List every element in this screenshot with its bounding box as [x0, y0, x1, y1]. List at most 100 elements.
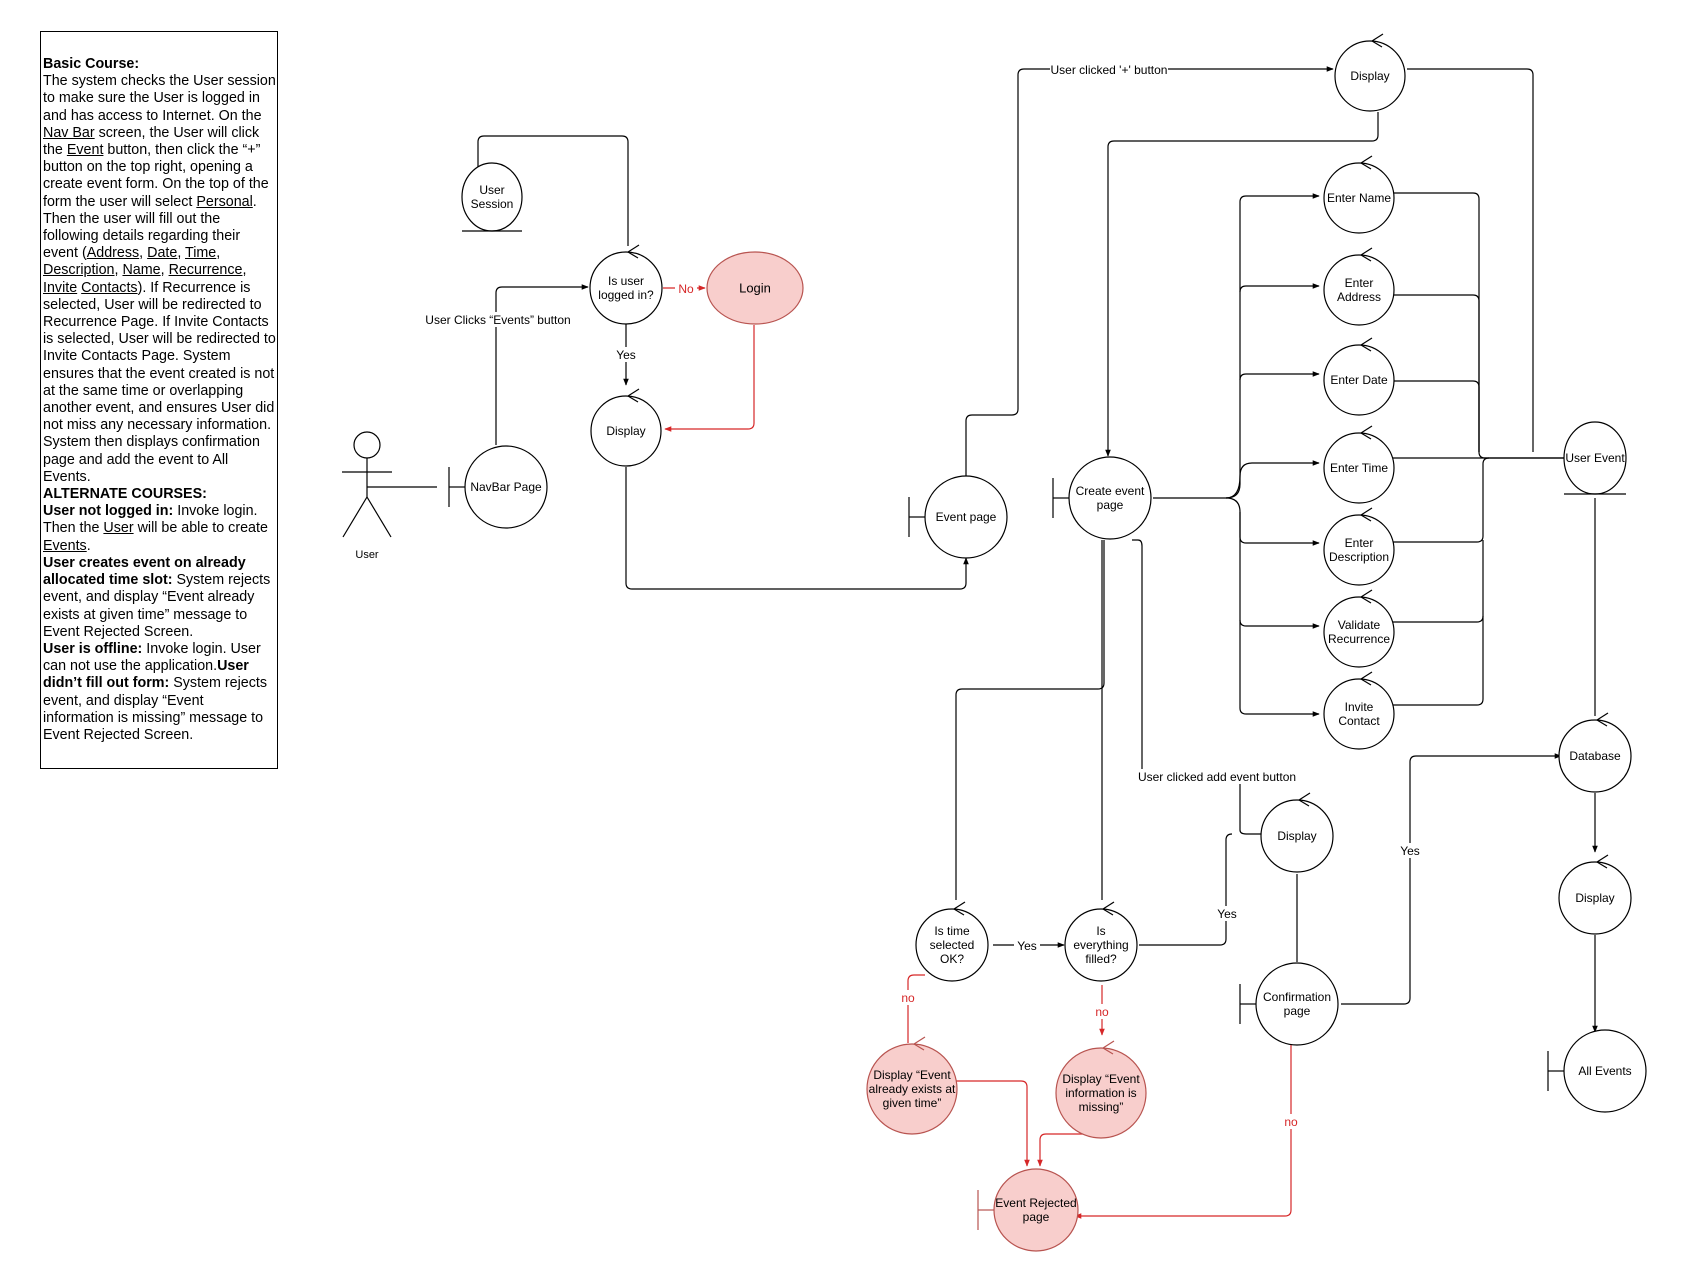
- node-label: Display: [1350, 69, 1389, 83]
- node-enter-date[interactable]: Enter Date: [1323, 337, 1395, 416]
- node-user-event[interactable]: User Event: [1563, 421, 1627, 495]
- note-run: .: [86, 537, 91, 554]
- basic-course-paragraph: Basic Course:The system checks the User …: [43, 56, 277, 486]
- node-label: Enter Time: [1330, 461, 1388, 475]
- edge-session-to-login-check: [477, 135, 629, 246]
- node-label: Event page: [936, 510, 997, 524]
- note-run: Address: [86, 245, 140, 262]
- node-all-events[interactable]: All Events: [1547, 1029, 1647, 1113]
- label-no-confirm: no: [1284, 1115, 1298, 1129]
- label-add-event-button: User clicked add event button: [1138, 770, 1296, 784]
- note-run: User: [103, 520, 134, 537]
- edge-bus-to-validate-recurrence: [1239, 512, 1320, 629]
- note-run: User not logged in:: [43, 503, 174, 520]
- note-run: ,: [139, 245, 148, 262]
- basic-course-heading: Basic Course:: [43, 56, 140, 72]
- label-no-time: no: [901, 991, 915, 1005]
- node-label: Display: [606, 424, 645, 438]
- note-run: Nav Bar: [43, 124, 95, 141]
- label-yes-confirm: Yes: [1400, 844, 1420, 858]
- node-label: User: [355, 549, 379, 561]
- node-display1[interactable]: Display: [590, 388, 662, 467]
- node-label: Login: [739, 281, 771, 296]
- note-run: Invoke login. User can not use the appli…: [43, 640, 261, 675]
- edge-enter-address-to-user-event: [1393, 294, 1480, 452]
- note-run: Recurrence: [168, 262, 243, 279]
- note-run: System rejects event, and display “Event…: [43, 572, 271, 640]
- node-display-top[interactable]: Display: [1334, 33, 1406, 112]
- note-run: will be able to create: [133, 520, 268, 537]
- note-run: Date: [147, 245, 178, 262]
- edge-validate-recurrence-to-user-event: [1393, 540, 1484, 623]
- edge-create-event-to-time-check: [955, 540, 1105, 900]
- note-run: ,: [160, 262, 169, 279]
- alternate-course-item: User creates event on already allocated …: [43, 555, 270, 640]
- node-enter-name[interactable]: Enter Name: [1323, 155, 1395, 234]
- edge-display-top-to-user-event: [1407, 68, 1534, 452]
- note-run: Time: [185, 245, 217, 262]
- node-enter-time[interactable]: Enter Time: [1323, 425, 1395, 504]
- edge-event-page-to-display-top: [965, 66, 1334, 476]
- node-login[interactable]: Login: [706, 251, 804, 325]
- node-display-add[interactable]: Display: [1260, 792, 1334, 873]
- note-run: Contacts: [81, 279, 138, 296]
- node-display-db[interactable]: Display: [1558, 854, 1632, 935]
- edge-time-no: [907, 974, 925, 1043]
- note-run: Description: [43, 262, 115, 279]
- note-run: ,: [114, 262, 123, 279]
- note-run: ,: [242, 262, 247, 279]
- course-description-note: Basic Course:The system checks the User …: [40, 31, 278, 769]
- label-yes-filled: Yes: [1217, 907, 1237, 921]
- note-run: button, then click the “+” button on the…: [43, 142, 269, 210]
- alternate-course-item: User is offline: Invoke login. User can …: [43, 641, 267, 743]
- node-label: Database: [1569, 749, 1621, 763]
- note-run: Event: [66, 142, 104, 159]
- edge-labels: No Yes User Clicks “Events” button User …: [425, 62, 1423, 1129]
- note-run: Invite: [43, 279, 78, 296]
- alternate-course-item: User not logged in: Invoke login. Then t…: [43, 503, 268, 553]
- label-no-login: No: [678, 282, 694, 296]
- edge-confirmation-to-database: [1341, 753, 1562, 1005]
- edge-enter-description-to-user-event: [1393, 457, 1490, 543]
- node-label: Enter Date: [1330, 373, 1388, 387]
- node-user[interactable]: User: [342, 431, 392, 561]
- note-run: System rejects event, and display “Event…: [43, 675, 267, 743]
- alternate-courses-paragraph: ALTERNATE COURSES:User not logged in: In…: [43, 486, 277, 744]
- edge-navbar-to-login-check: [495, 284, 589, 445]
- node-database[interactable]: Database: [1558, 712, 1632, 793]
- note-run: User is offline:: [43, 640, 143, 657]
- note-run: screen, the User will click the: [43, 124, 260, 159]
- note-run: Events: [43, 537, 87, 554]
- edges: [367, 66, 1598, 1033]
- node-navbar[interactable]: NavBar Page: [448, 445, 548, 529]
- node-label: NavBar Page: [470, 480, 542, 494]
- node-event-page[interactable]: Event page: [908, 475, 1008, 559]
- edge-confirmation-no: [1074, 1044, 1292, 1219]
- alternate-courses-text: User not logged in: Invoke login. Then t…: [43, 503, 270, 743]
- edge-login-to-display: [664, 325, 755, 432]
